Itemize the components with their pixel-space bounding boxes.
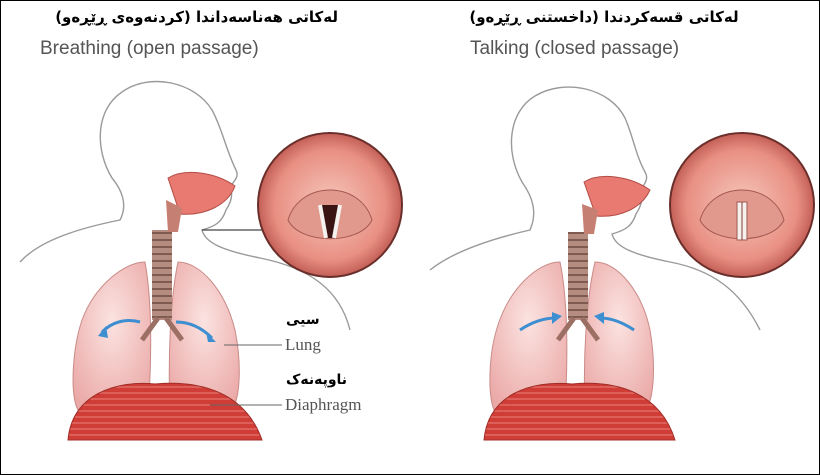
right-trachea (568, 232, 588, 320)
diaphragm-label-english: Diaphragm (285, 395, 361, 415)
right-title-kurdish: لەکاتی قسەکردندا (داخستنی ڕێڕەو) (464, 8, 744, 26)
right-figure (430, 87, 814, 440)
lung-label-english: Lung (285, 335, 321, 355)
left-title-kurdish: لەکاتی هەناسەداندا (کردنەوەی ڕێڕەو) (58, 8, 338, 26)
right-title-english: Talking (closed passage) (470, 38, 679, 60)
left-title-english: Breathing (open passage) (40, 38, 259, 60)
left-trachea (152, 230, 172, 320)
lung-label-kurdish: سیی (286, 312, 320, 328)
diaphragm-label-kurdish: ناوپەنەک (286, 372, 347, 388)
